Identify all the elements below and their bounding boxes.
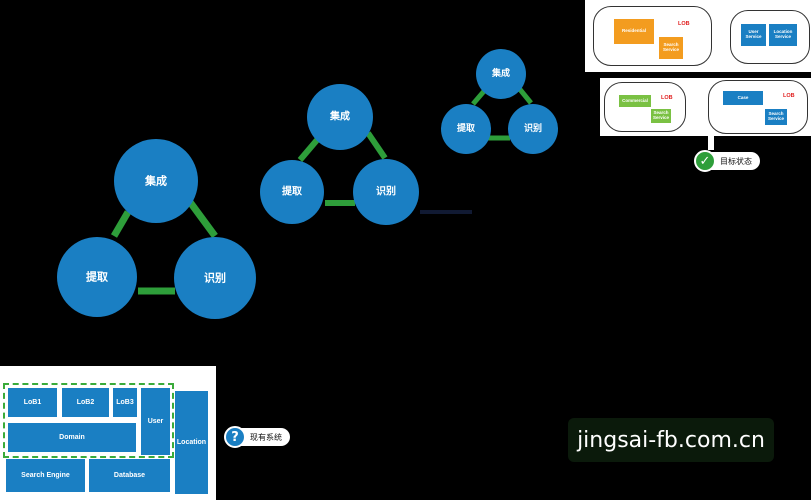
circle-extract — [57, 237, 137, 317]
cloud-case: Case Search Service LOB — [708, 80, 808, 134]
block-location-service: Location Service — [769, 24, 797, 46]
block-search-engine: Search Engine — [6, 459, 85, 492]
target-status-label: 目标状态 — [720, 156, 752, 166]
circle-identify — [174, 237, 256, 319]
block-lob1: LoB1 — [8, 388, 57, 417]
cycle-2: 集成 提取 识别 — [260, 84, 419, 225]
block-search-service: Search Service — [659, 37, 683, 59]
watermark: jingsai-fb.com.cn — [568, 418, 774, 462]
block-search-service: Search Service — [765, 109, 787, 125]
block-lob2: LoB2 — [62, 388, 109, 417]
divider-bar — [420, 210, 472, 214]
circle-extract — [260, 160, 324, 224]
block-location: Location — [175, 391, 208, 494]
label-extract: 提取 — [86, 270, 108, 284]
connector-stem — [708, 132, 714, 150]
circle-identify — [353, 159, 419, 225]
arrow-integrate-to-extract — [110, 210, 132, 238]
block-user: User — [141, 388, 170, 455]
arrow-integrate-to-extract — [297, 138, 320, 162]
arrow-integrate-to-identify — [365, 131, 388, 160]
block-search-service: Search Service — [651, 109, 671, 123]
circle-extract — [441, 104, 491, 154]
block-commercial: Commercial — [619, 95, 651, 107]
cloud-residential: Residential Search Service LOB — [593, 6, 712, 66]
label-identify: 识别 — [204, 271, 226, 285]
lob-dashed-outline — [3, 383, 174, 458]
arrow-integrate-to-extract — [471, 88, 487, 106]
block-lob3: LoB3 — [113, 388, 137, 417]
cloud-services: User Service Location Service — [730, 10, 810, 64]
circle-identify — [508, 104, 558, 154]
label-extract: 提取 — [457, 122, 476, 134]
block-case: Case — [723, 91, 763, 105]
arrow-integrate-to-identify — [187, 199, 218, 239]
lob-label: LOB — [661, 95, 673, 101]
check-icon: ✓ — [694, 150, 716, 172]
legacy-system-panel: LoB1 LoB2 LoB3 User Location Domain Sear… — [0, 366, 216, 500]
circle-integrate — [307, 84, 373, 150]
label-integrate: 集成 — [491, 67, 510, 79]
label-integrate: 集成 — [329, 110, 350, 123]
cycle-1: 集成 提取 识别 — [57, 139, 256, 319]
block-database: Database — [89, 459, 170, 492]
target-status-badge: ✓ 目标状态 — [694, 150, 760, 172]
circle-integrate — [476, 49, 526, 99]
legacy-status-badge: ? 现有系统 — [224, 426, 290, 448]
block-residential: Residential — [614, 19, 654, 44]
question-icon: ? — [224, 426, 246, 448]
lob-label: LOB — [783, 93, 795, 99]
cloud-commercial: Commercial Search Service LOB — [604, 82, 686, 132]
block-domain: Domain — [8, 423, 136, 452]
circle-integrate — [114, 139, 198, 223]
lob-label: LOB — [678, 21, 690, 27]
label-extract: 提取 — [282, 185, 303, 198]
block-user-service: User Service — [741, 24, 766, 46]
legacy-status-label: 现有系统 — [250, 432, 282, 442]
label-identify: 识别 — [524, 122, 542, 134]
cycle-3: 集成 提取 识别 — [441, 49, 558, 154]
label-identify: 识别 — [376, 185, 396, 198]
label-integrate: 集成 — [144, 174, 167, 188]
